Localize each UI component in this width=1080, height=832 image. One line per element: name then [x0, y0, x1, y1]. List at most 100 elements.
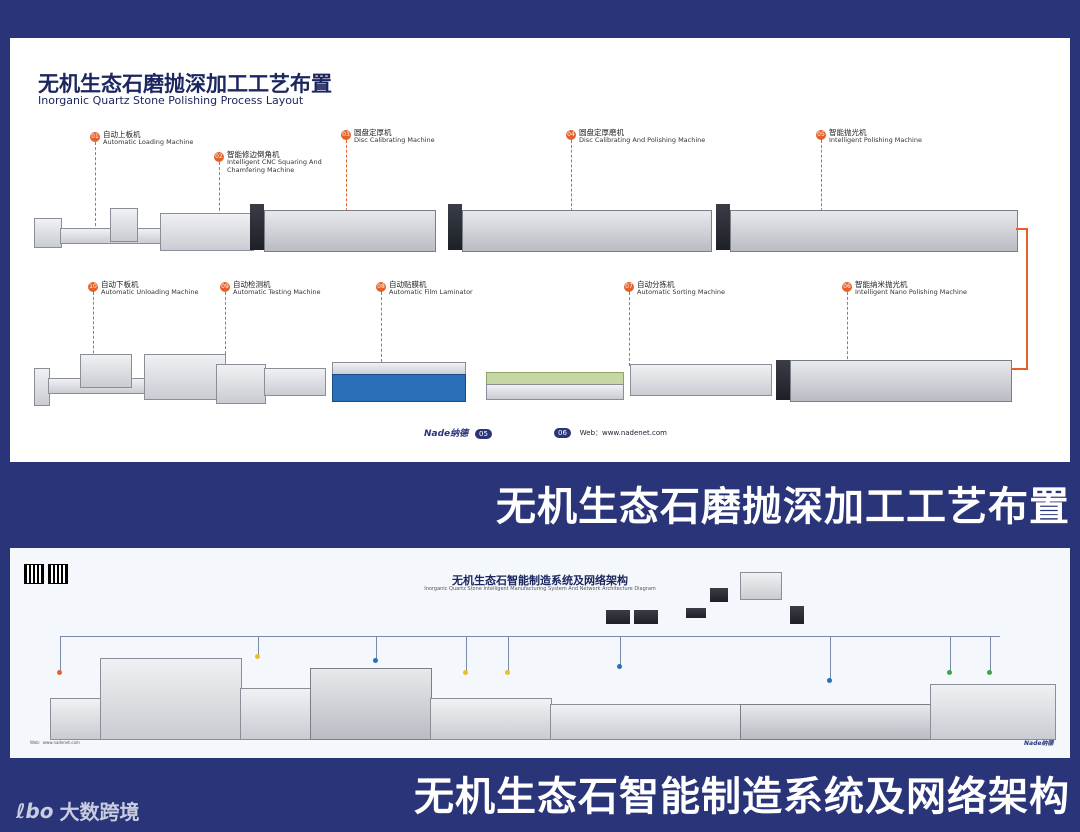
- network-drop: [830, 636, 831, 680]
- callout-number: 07: [624, 282, 634, 292]
- panel2-logo: Nade纳德: [1024, 740, 1054, 747]
- feeding-line: [240, 688, 322, 740]
- callout-number: 06: [842, 282, 852, 292]
- status-node: [987, 670, 992, 675]
- return-arrow-line: [1026, 228, 1028, 370]
- testing-cabinet: [216, 364, 266, 404]
- callout-number: 01: [90, 132, 100, 142]
- network-drop: [620, 636, 621, 666]
- callout-en: Intelligent CNC Squaring And Chamfering …: [227, 158, 322, 174]
- sorting-base: [486, 384, 624, 400]
- network-drop: [376, 636, 377, 660]
- callout-label: 自动下板机 Automatic Unloading Machine: [101, 280, 199, 297]
- brand-name: 大数跨境: [59, 800, 140, 824]
- loading-frame: [110, 208, 138, 242]
- network-drop: [508, 636, 509, 672]
- status-node: [947, 670, 952, 675]
- panel1-title: 无机生态石磨抛深加工工艺布置: [38, 72, 332, 96]
- brand-logo-icon: ℓbo: [16, 798, 54, 823]
- disc-calibrating-machine: [264, 210, 436, 252]
- footer-right: 06 Web：www.nadenet.com: [554, 428, 667, 438]
- cnc-squaring-machine: [160, 213, 254, 251]
- page-number-right: 06: [554, 428, 571, 438]
- intelligent-polish-head: [716, 204, 730, 250]
- callout-en: Automatic Loading Machine: [103, 138, 194, 146]
- nano-polish-head: [776, 360, 790, 400]
- callout-label: 智能纳米抛光机 Intelligent Nano Polishing Machi…: [855, 280, 967, 297]
- kiln-line: [550, 704, 742, 740]
- return-arrow-bottom: [1012, 368, 1026, 370]
- callout-number: 02: [214, 152, 224, 162]
- callout-label: 智能修边倒角机 Intelligent CNC Squaring And Cha…: [227, 150, 327, 175]
- callout-label: 圆盘定厚机 Disc Calibrating Machine: [354, 128, 435, 145]
- status-node: [57, 670, 62, 675]
- footer-logo: Nade纳德: [424, 429, 469, 439]
- terminal-icon: [790, 606, 804, 624]
- press-machine: [310, 668, 432, 740]
- network-bus: [60, 636, 1000, 637]
- callout-en: Automatic Testing Machine: [233, 288, 321, 296]
- panel1-subtitle: Inorganic Quartz Stone Polishing Process…: [38, 94, 304, 107]
- callout-en: Automatic Film Laminator: [389, 288, 473, 296]
- callout-zh: 自动上板机: [103, 130, 141, 139]
- callout-label: 自动上板机 Automatic Loading Machine: [103, 130, 193, 147]
- callout-zh: 自动分拣机: [637, 280, 675, 289]
- callout-label: 自动分拣机 Automatic Sorting Machine: [637, 280, 725, 297]
- film-laminator: [332, 374, 466, 402]
- callout-label: 自动检测机 Automatic Testing Machine: [233, 280, 321, 297]
- polishing-head: [448, 204, 462, 250]
- callout-zh: 自动贴膜机: [389, 280, 427, 289]
- brand-watermark: ℓbo 大数跨境: [16, 796, 140, 825]
- callout-number: 04: [566, 130, 576, 140]
- leader-line: [93, 292, 94, 368]
- leader-line: [95, 142, 96, 226]
- callout-en: Automatic Unloading Machine: [101, 288, 199, 296]
- callout-number: 10: [88, 282, 98, 292]
- router-icon: [686, 608, 706, 618]
- callout-en: Disc Calibrating Machine: [354, 136, 435, 144]
- process-layout-panel: 无机生态石磨抛深加工工艺布置 Inorganic Quartz Stone Po…: [10, 38, 1070, 462]
- disc-polishing-machine: [462, 210, 712, 252]
- leader-line: [821, 140, 822, 216]
- footer-left: Nade纳德 05: [424, 426, 492, 439]
- callout-en: Disc Calibrating And Polishing Machine: [579, 136, 706, 144]
- status-node: [373, 658, 378, 663]
- testing-conveyor: [264, 368, 326, 396]
- leader-line: [571, 140, 572, 216]
- storage-rack: [930, 684, 1056, 740]
- footer-web: Web：www.nadenet.com: [579, 429, 667, 437]
- callout-en: Automatic Sorting Machine: [637, 288, 726, 296]
- caption-process-layout: 无机生态石磨抛深加工工艺布置: [496, 484, 1070, 530]
- status-node: [505, 670, 510, 675]
- sorting-table: [630, 364, 772, 396]
- callout-number: 08: [376, 282, 386, 292]
- status-node: [617, 664, 622, 669]
- qr-code-icon: [48, 564, 68, 584]
- nano-polishing-machine: [790, 360, 1012, 402]
- dashboard-screen-icon: [740, 572, 782, 600]
- network-drop: [990, 636, 991, 672]
- callout-zh: 智能修边倒角机: [227, 150, 280, 159]
- callout-en: Intelligent Polishing Machine: [829, 136, 922, 144]
- panel2-subtitle: Inorganic Quartz Stone Intelligent Manuf…: [424, 586, 656, 592]
- status-node: [827, 678, 832, 683]
- page-number-left: 05: [475, 429, 492, 439]
- callout-zh: 自动下板机: [101, 280, 139, 289]
- callout-label: 自动贴膜机 Automatic Film Laminator: [389, 280, 473, 297]
- batching-tower: [100, 658, 242, 740]
- server-icon: [606, 610, 630, 624]
- qr-code-icon: [24, 564, 44, 584]
- callout-zh: 智能纳米抛光机: [855, 280, 908, 289]
- callout-label: 智能抛光机 Intelligent Polishing Machine: [829, 128, 922, 145]
- conveyor-line: [430, 698, 552, 740]
- testing-machine: [144, 354, 226, 400]
- unloading-frame: [80, 354, 132, 388]
- callout-label: 圆盘定厚磨机 Disc Calibrating And Polishing Ma…: [579, 128, 705, 145]
- network-drop: [950, 636, 951, 672]
- caption-network-architecture: 无机生态石智能制造系统及网络架构: [414, 774, 1070, 820]
- status-node: [255, 654, 260, 659]
- callout-number: 09: [220, 282, 230, 292]
- intelligent-polishing-machine: [730, 210, 1018, 252]
- leader-line: [381, 292, 382, 362]
- callout-zh: 圆盘定厚磨机: [579, 128, 624, 137]
